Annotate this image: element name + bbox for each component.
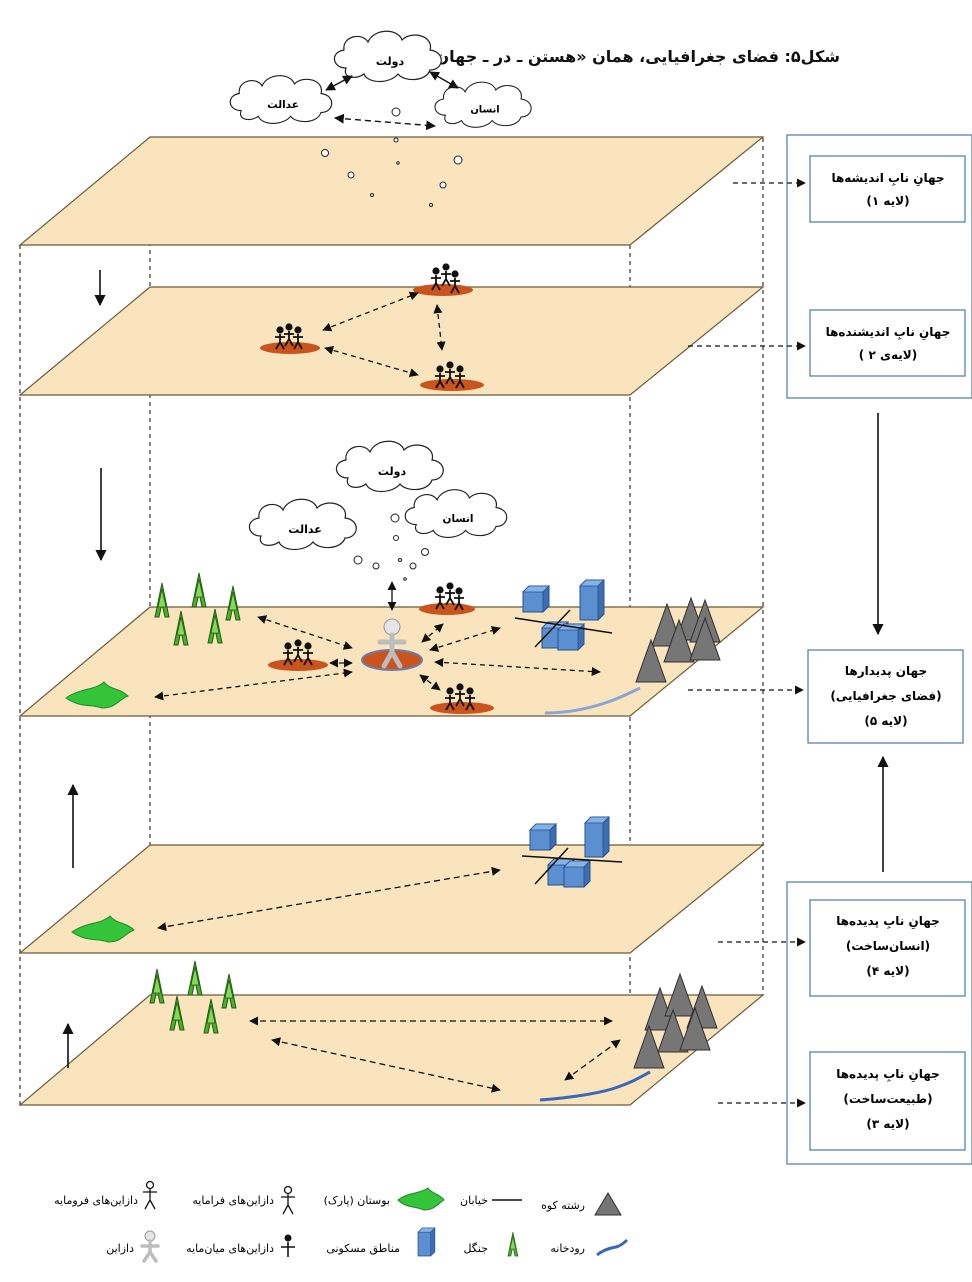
svg-text:جهانِ نابِ اندیشنده‌ها: جهانِ نابِ اندیشنده‌ها <box>826 325 951 341</box>
dasein-figure <box>361 618 423 671</box>
park-l5 <box>65 681 129 709</box>
agent-group-lower-l5 <box>430 682 494 714</box>
link-l4 <box>157 866 501 932</box>
svg-text:جهان پدیدارها: جهان پدیدارها <box>845 664 927 678</box>
links-l3 <box>249 1016 621 1093</box>
svg-text:انسان: انسان <box>443 513 474 525</box>
legend-forest-label: جنگل <box>463 1242 488 1255</box>
legend-residential-label: مناطق مسکونی <box>326 1242 400 1256</box>
layer-box-5: جهان پدیدارها (فضای جغرافیایی) (لایه ۵) <box>807 649 964 744</box>
legend-river-label: رودخانه <box>550 1242 585 1255</box>
vertical-guides <box>19 138 764 1105</box>
layer-connectors <box>688 178 806 1108</box>
thought-bubbles-top <box>321 107 463 207</box>
legend-park-label: بوستان (پارک) <box>324 1194 390 1207</box>
svg-text:(لایه ۳): (لایه ۳) <box>866 1117 909 1131</box>
plane-layer-1 <box>18 136 765 246</box>
agent-group-middle-l5 <box>268 638 328 671</box>
side-arrows <box>62 270 107 1068</box>
agent-group-lower-l2 <box>420 360 484 391</box>
svg-text:عدالت: عدالت <box>288 523 321 536</box>
layer-box-2: جهانِ نابِ اندیشنده‌ها (لایه‌ی ۲ ) <box>809 309 966 377</box>
svg-text:عدالت: عدالت <box>267 99 299 111</box>
agent-group-upper-l5 <box>419 581 475 615</box>
layer-box-4: جهانِ نابِ پدیده‌ها (انسان‌ساخت) (لایه ۴… <box>809 899 966 997</box>
legend-forest-icon <box>507 1231 519 1257</box>
park-l4 <box>71 915 135 943</box>
plane-layer-2 <box>18 286 765 396</box>
svg-text:جهانِ نابِ پدیده‌ها: جهانِ نابِ پدیده‌ها <box>836 914 940 930</box>
residential-l4 <box>521 816 623 888</box>
svg-text:دولت: دولت <box>378 465 407 478</box>
outer-frame-top <box>786 134 972 399</box>
svg-text:(لایه‌ی ۲ ): (لایه‌ی ۲ ) <box>859 348 917 362</box>
legend-dasein-icon <box>140 1230 160 1263</box>
river-l5 <box>544 686 641 715</box>
cloud-justice-l5: عدالت <box>248 498 357 551</box>
svg-text:(لایه ۴): (لایه ۴) <box>866 964 909 978</box>
svg-text:جهانِ نابِ اندیشه‌ها: جهانِ نابِ اندیشه‌ها <box>831 171 944 187</box>
svg-text:دولت: دولت <box>376 55 405 68</box>
cloud-state-top: دولت <box>333 30 442 83</box>
legend-upper-agent-icon <box>281 1185 295 1215</box>
links-l5 <box>154 615 601 701</box>
svg-text:انسان: انسان <box>470 105 499 116</box>
legend-mountain-label: رشته کوه <box>541 1199 585 1212</box>
cloud-human-top: انسان <box>434 81 532 128</box>
legend-street-label: خیابان <box>460 1194 488 1207</box>
legend-upper-agents-label: دازاین‌های فرامایه <box>192 1194 274 1207</box>
svg-text:(طبیعت‌ساخت): (طبیعت‌ساخت) <box>843 1092 932 1106</box>
outer-frame-bottom <box>786 881 972 1165</box>
cloud-justice-top: عدالت <box>229 75 333 124</box>
legend-lower-agents-label: دازاین‌های فرومایه <box>54 1194 138 1207</box>
residential-l5 <box>514 579 613 651</box>
cloud-state-l5: دولت <box>335 440 444 493</box>
agent-group-middle-l2 <box>260 322 320 354</box>
svg-text:(لایه ۱): (لایه ۱) <box>866 194 909 208</box>
legend-middle-agents-label: دازاین‌های میان‌مایه <box>186 1242 274 1255</box>
layer-box-3: جهانِ نابِ پدیده‌ها (طبیعت‌ساخت) (لایه ۳… <box>809 1051 966 1151</box>
agent-links-l2 <box>322 291 446 378</box>
river-l3 <box>539 1070 651 1102</box>
flow-arrows-right <box>872 413 889 872</box>
figure-title: شکل۵: فضای جغرافیایی، همان «هستن ـ در ـ … <box>425 47 840 66</box>
svg-text:(انسان‌ساخت): (انسان‌ساخت) <box>846 939 930 953</box>
cloud-links-top <box>325 71 459 131</box>
svg-text:(لایه ۵): (لایه ۵) <box>864 714 907 728</box>
legend-middle-agent-icon <box>281 1234 295 1257</box>
legend-mountain <box>594 1192 622 1216</box>
agent-group-upper-l2 <box>413 262 473 296</box>
legend: رشته کوه خیابان بوستان (پارک) دازاین‌های… <box>54 1180 629 1263</box>
svg-text:جهانِ نابِ پدیده‌ها: جهانِ نابِ پدیده‌ها <box>836 1067 940 1083</box>
legend-park <box>397 1187 445 1211</box>
legend-residential-icon <box>417 1227 436 1257</box>
layer-box-1: جهانِ نابِ اندیشه‌ها (لایه ۱) <box>809 155 966 223</box>
thought-bubbles-l5 <box>353 513 429 581</box>
legend-river-icon <box>596 1238 629 1257</box>
cloud-human-l5: انسان <box>404 489 508 538</box>
svg-text:(فضای جغرافیایی): (فضای جغرافیایی) <box>830 689 941 703</box>
legend-lower-agent-icon <box>143 1180 157 1210</box>
legend-dasein-label: دازاین <box>106 1242 134 1255</box>
plane-layer-4 <box>18 844 765 954</box>
